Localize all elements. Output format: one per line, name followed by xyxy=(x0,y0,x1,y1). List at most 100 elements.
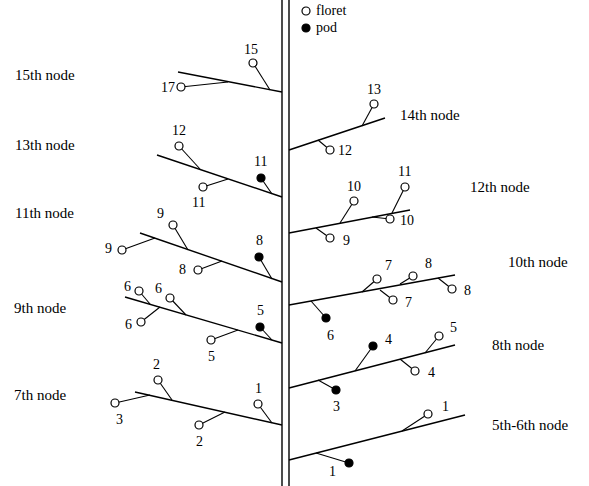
count-number: 11 xyxy=(192,196,205,210)
node-label: 12th node xyxy=(470,180,530,195)
pod-symbol xyxy=(322,314,330,322)
pedicel-line xyxy=(402,414,428,431)
pedicel-line xyxy=(355,346,373,371)
floret-symbol xyxy=(389,296,397,304)
pod-symbol xyxy=(369,342,377,350)
branch-line xyxy=(289,210,410,233)
pod-symbol xyxy=(302,24,310,32)
stem-line xyxy=(281,0,282,486)
count-number: 13 xyxy=(367,83,381,97)
node-label: 10th node xyxy=(508,255,568,270)
pedicel-line xyxy=(179,146,200,169)
count-number: 5 xyxy=(257,304,264,318)
branch-line xyxy=(135,392,282,425)
floret-symbol xyxy=(199,183,207,191)
node-label: 15th node xyxy=(15,68,75,83)
pod-symbol xyxy=(332,386,340,394)
pedicel-line xyxy=(115,395,150,403)
floret-symbol xyxy=(409,272,417,280)
floret-symbol xyxy=(195,421,203,429)
floret-symbol xyxy=(302,7,310,15)
floret-symbol xyxy=(448,285,456,293)
node-label: 13th node xyxy=(15,138,75,153)
count-number: 8 xyxy=(256,234,263,248)
branch-line xyxy=(289,415,465,460)
floret-symbol xyxy=(254,400,262,408)
node-label: 7th node xyxy=(14,388,66,403)
count-number: 8 xyxy=(425,257,432,271)
floret-symbol xyxy=(154,376,162,384)
pedicel-line xyxy=(253,63,270,90)
count-number: 6 xyxy=(125,318,132,332)
floret-symbol xyxy=(137,318,145,326)
pedicel-line xyxy=(181,82,228,87)
floret-symbol xyxy=(350,197,358,205)
count-number: 11 xyxy=(398,165,411,179)
count-number: 6 xyxy=(124,280,131,294)
count-number: 12 xyxy=(338,144,352,158)
floret-symbol xyxy=(111,399,119,407)
floret-symbol xyxy=(424,410,432,418)
floret-symbol xyxy=(175,142,183,150)
count-number: 11 xyxy=(254,155,267,169)
count-number: 2 xyxy=(196,435,203,449)
count-number: 15 xyxy=(244,43,258,57)
floret-symbol xyxy=(326,146,334,154)
count-number: 3 xyxy=(116,413,123,427)
pedicel-line xyxy=(122,238,155,250)
count-number: 10 xyxy=(400,214,414,228)
legend-text: pod xyxy=(316,21,337,35)
count-number: 5 xyxy=(208,350,215,364)
count-number: 3 xyxy=(333,400,340,414)
count-number: 1 xyxy=(442,400,449,414)
pod-symbol xyxy=(345,459,353,467)
count-number: 7 xyxy=(405,296,412,310)
count-number: 7 xyxy=(385,259,392,273)
floret-symbol xyxy=(326,234,334,242)
node-label: 11th node xyxy=(15,206,74,221)
floret-symbol xyxy=(249,59,257,67)
node-label: 5th-6th node xyxy=(492,418,568,433)
node-label: 8th node xyxy=(492,338,544,353)
floret-symbol xyxy=(370,100,378,108)
branch-line xyxy=(140,233,282,282)
floret-symbol xyxy=(118,246,126,254)
stem-line xyxy=(288,0,289,486)
node-label: 9th node xyxy=(14,301,66,316)
branch-line xyxy=(178,72,282,92)
count-number: 10 xyxy=(347,180,361,194)
count-number: 9 xyxy=(105,242,112,256)
count-number: 1 xyxy=(255,382,262,396)
floret-symbol xyxy=(194,266,202,274)
count-number: 12 xyxy=(172,124,186,138)
count-number: 4 xyxy=(428,366,435,380)
count-number: 9 xyxy=(157,207,164,221)
pedicel-line xyxy=(316,453,349,463)
floret-symbol xyxy=(207,336,215,344)
branch-line xyxy=(289,118,385,150)
branch-line xyxy=(125,297,282,343)
node-label: 14th node xyxy=(400,108,460,123)
floret-symbol xyxy=(177,83,185,91)
floret-symbol xyxy=(373,275,381,283)
count-number: 9 xyxy=(343,234,350,248)
pod-symbol xyxy=(257,174,265,182)
branch-line xyxy=(289,275,455,305)
legend-text: floret xyxy=(316,4,346,18)
count-number: 8 xyxy=(464,284,471,298)
floret-symbol xyxy=(401,183,409,191)
floret-symbol xyxy=(166,294,174,302)
count-number: 5 xyxy=(450,321,457,335)
count-number: 8 xyxy=(179,263,186,277)
count-number: 17 xyxy=(161,81,175,95)
pod-symbol xyxy=(256,323,264,331)
count-number: 4 xyxy=(385,333,392,347)
branch-line xyxy=(289,345,455,388)
count-number: 6 xyxy=(327,329,334,343)
floret-symbol xyxy=(435,332,443,340)
floret-symbol xyxy=(386,215,394,223)
branch-line xyxy=(157,155,282,197)
count-number: 1 xyxy=(329,465,336,479)
